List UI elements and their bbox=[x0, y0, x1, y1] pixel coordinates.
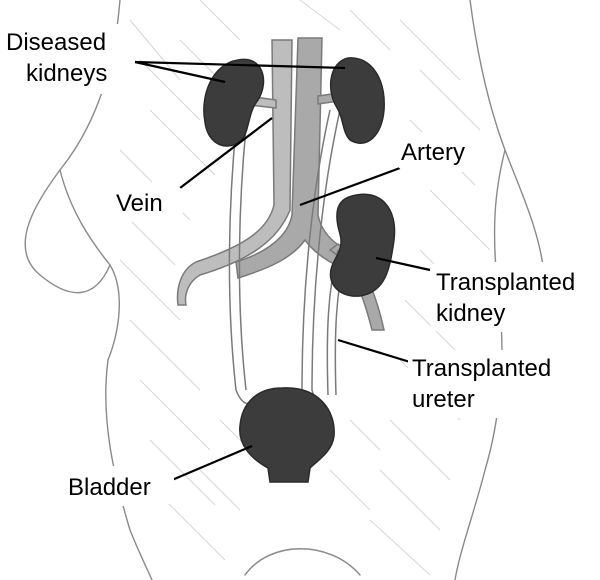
label-transplanted-ureter-line1: Transplanted bbox=[412, 355, 551, 382]
leader-transplanted-ureter bbox=[338, 340, 410, 362]
label-vein: Vein bbox=[116, 190, 163, 217]
label-artery: Artery bbox=[401, 139, 465, 166]
leader-bladder bbox=[172, 446, 252, 480]
transplanted-kidney bbox=[330, 194, 394, 296]
label-transplanted-kidney-line2: kidney bbox=[436, 300, 505, 327]
label-diseased-kidneys-line2: kidneys bbox=[26, 60, 107, 87]
label-diseased-kidneys-line1: Diseased bbox=[6, 29, 106, 56]
right-kidney bbox=[331, 58, 385, 143]
bladder bbox=[240, 388, 334, 482]
label-bladder: Bladder bbox=[68, 474, 151, 501]
label-transplanted-ureter-line2: ureter bbox=[412, 386, 475, 413]
label-transplanted-kidney-line1: Transplanted bbox=[436, 269, 575, 296]
